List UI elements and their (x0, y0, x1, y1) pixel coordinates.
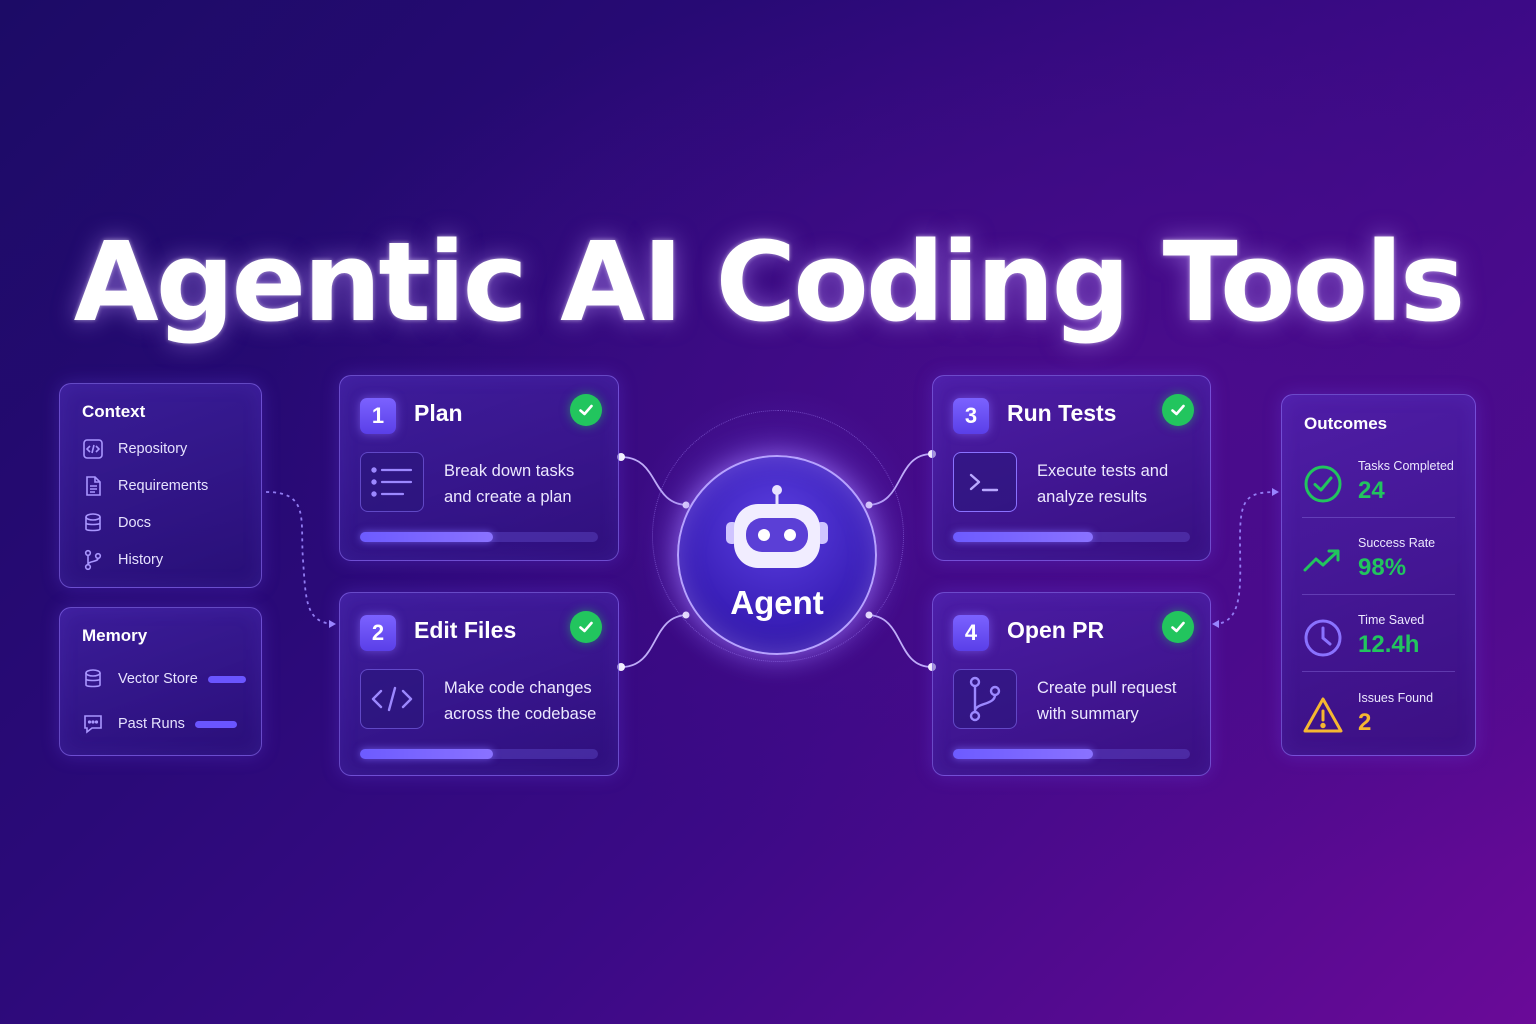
check-circle-icon (1304, 465, 1342, 503)
context-panel: Context Repository Requirements Docs His… (59, 383, 262, 588)
document-icon (82, 475, 104, 497)
agent-label: Agent (730, 584, 824, 621)
context-to-edit-connector (265, 491, 337, 625)
step-progress-bar (953, 749, 1190, 759)
step-number: 3 (953, 398, 989, 434)
step-title: Run Tests (1007, 400, 1117, 426)
memory-panel: Memory Vector Store Past Runs (59, 607, 262, 756)
context-item-label: History (118, 552, 164, 568)
outcomes-title: Outcomes (1304, 414, 1388, 433)
agent-ring (652, 410, 904, 662)
step-open-pr-card[interactable]: 4 Open PR Create pull request with summa… (932, 592, 1211, 776)
context-item-label: Docs (118, 515, 152, 531)
edit-to-agent-connector (620, 614, 689, 668)
step-description: Break down tasks and create a plan (444, 462, 575, 506)
agent-to-pr-connector (866, 614, 933, 668)
memory-item-past-runs[interactable]: Past Runs (82, 711, 237, 737)
step-number: 4 (953, 615, 989, 651)
run-to-outcomes-connector (1213, 491, 1277, 625)
memory-item-label: Vector Store (118, 671, 198, 687)
database-icon (82, 512, 104, 534)
list-icon (360, 452, 424, 512)
git-branch-icon (953, 669, 1017, 729)
check-icon (1162, 611, 1194, 643)
context-item-repository[interactable]: Repository (82, 436, 187, 462)
warning-icon (1303, 697, 1343, 733)
outcomes-panel: Outcomes Tasks Completed 24 Success Rate… (1281, 394, 1476, 756)
step-number: 2 (360, 615, 396, 651)
context-title: Context (82, 402, 146, 421)
step-description: Create pull request with summary (1037, 679, 1177, 723)
step-title: Plan (414, 400, 463, 426)
clock-icon (1304, 619, 1342, 657)
check-icon (1162, 394, 1194, 426)
code-file-icon (82, 438, 104, 460)
terminal-icon (953, 452, 1017, 512)
step-number: 1 (360, 398, 396, 434)
robot-icon (726, 485, 828, 568)
check-icon (570, 611, 602, 643)
context-item-requirements[interactable]: Requirements (82, 473, 208, 499)
outcome-tasks-completed: Tasks Completed 24 (1302, 455, 1455, 527)
database-icon (82, 668, 104, 690)
outcome-issues-found: Issues Found 2 (1302, 687, 1455, 759)
git-branch-icon (82, 549, 104, 571)
step-description: Make code changes across the codebase (444, 679, 597, 723)
context-item-history[interactable]: History (82, 547, 163, 573)
step-edit-files-card[interactable]: 2 Edit Files Make code changes across th… (339, 592, 619, 776)
code-icon (360, 669, 424, 729)
page-title: Agentic AI Coding Tools (73, 218, 1466, 346)
outcome-divider (1302, 594, 1455, 595)
memory-item-vector-store[interactable]: Vector Store (82, 666, 246, 692)
memory-indicator (207, 675, 246, 683)
step-title: Edit Files (414, 617, 517, 643)
context-item-label: Repository (118, 441, 188, 457)
step-progress-bar (360, 532, 598, 542)
step-run-tests-card[interactable]: 3 Run Tests Execute tests and analyze re… (932, 375, 1211, 561)
memory-title: Memory (82, 626, 148, 645)
outcome-time-saved: Time Saved 12.4h (1302, 609, 1455, 681)
step-progress-bar (953, 532, 1190, 542)
step-title: Open PR (1007, 617, 1105, 643)
chat-icon (82, 713, 104, 735)
outcome-success-rate: Success Rate 98% (1302, 532, 1455, 604)
context-item-label: Requirements (118, 478, 209, 494)
outcome-divider (1302, 671, 1455, 672)
step-description: Execute tests and analyze results (1037, 462, 1169, 506)
context-item-docs[interactable]: Docs (82, 510, 151, 536)
step-progress-bar (360, 749, 598, 759)
memory-indicator (194, 720, 237, 728)
outcome-divider (1302, 517, 1455, 518)
memory-item-label: Past Runs (118, 716, 185, 732)
step-plan-card[interactable]: 1 Plan Break down tasks and create a pla… (339, 375, 619, 561)
check-icon (570, 394, 602, 426)
trend-up-icon (1303, 549, 1340, 572)
